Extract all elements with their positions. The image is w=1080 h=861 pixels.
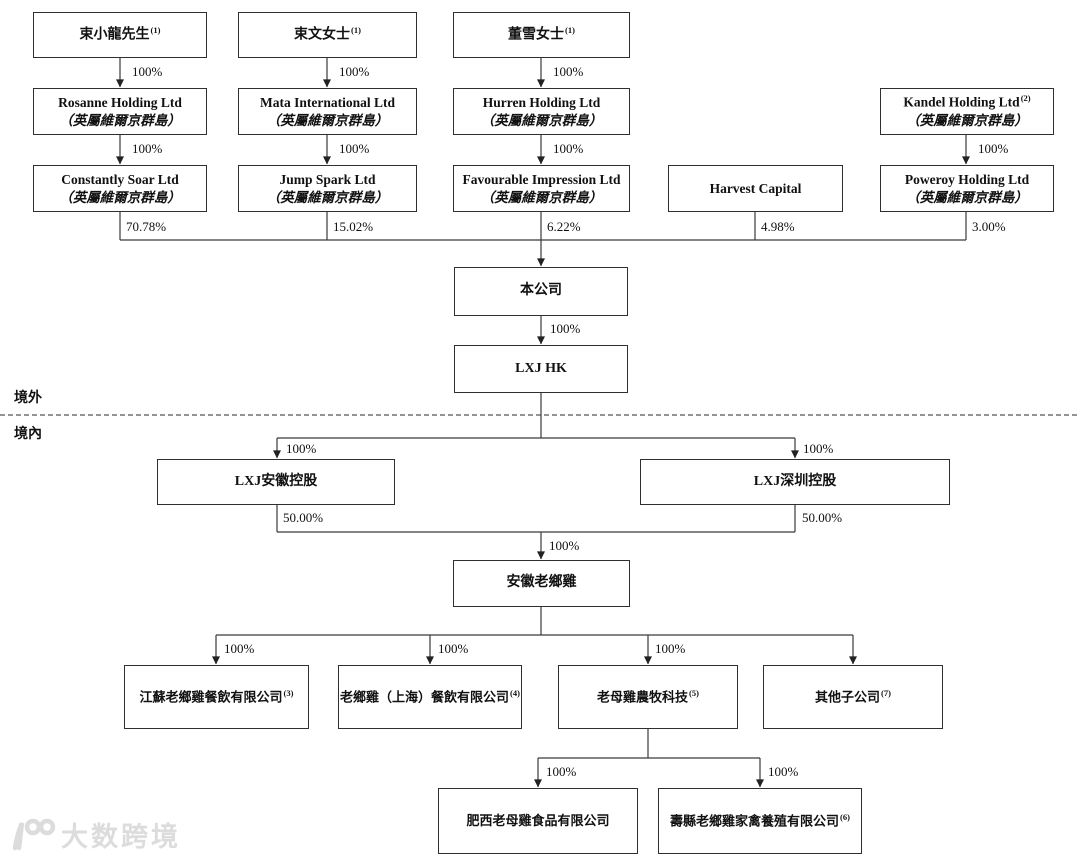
node-harvest-capital: Harvest Capital [668,165,843,212]
pct-share-jumpspark: 15.02% [333,219,374,234]
pct-share-harvest: 4.98% [761,219,795,234]
node-label: 本公司 [520,283,562,299]
node-sublabel: （英屬維爾京群島） [59,190,181,206]
node-sublabel: （英屬維爾京群島） [906,190,1028,206]
node-label: Mata International Ltd [260,94,395,110]
node-favourable-impression: Favourable Impression Ltd （英屬維爾京群島） [453,165,630,212]
pct-mata: 100% [339,141,370,156]
node-mata-international: Mata International Ltd （英屬維爾京群島） [238,88,417,135]
pct-to-anhui-holding: 100% [286,441,317,456]
node-laoxiangji-shanghai: 老鄉雞（上海）餐飲有限公司(4) [338,665,522,729]
footnote-sup: (5) [689,687,699,698]
pct-shenzhen-50: 50.00% [802,510,843,525]
node-hurren-holding: Hurren Holding Ltd （英屬維爾京群島） [453,88,630,135]
node-label: Jump Spark Ltd [279,171,376,187]
region-label-offshore: 境外 [14,391,42,406]
pct-jiangsu: 100% [224,641,255,656]
footnote-sup: (1) [565,25,575,36]
node-sublabel: （英屬維爾京群島） [266,113,389,129]
pct-to-anhui-lxj: 100% [549,538,580,553]
footnote-sup: (4) [510,687,520,698]
node-label: 肥西老母雞食品有限公司 [466,812,610,828]
node-label: LXJ安徽控股 [234,473,318,489]
node-rosanne-holding: Rosanne Holding Ltd （英屬維爾京群島） [33,88,207,135]
node-shu-xiaolong: 束小龍先生(1) [33,12,207,58]
node-shu-wen: 束文女士(1) [238,12,417,58]
node-other-subsidiaries: 其他子公司(7) [763,665,943,729]
node-label: 老鄉雞（上海）餐飲有限公司 [340,689,510,705]
solid-connectors [116,58,970,788]
node-the-company: 本公司 [454,267,628,316]
pct-hurren: 100% [553,141,584,156]
node-feixi-laomuji: 肥西老母雞食品有限公司 [438,788,638,854]
pct-person1: 100% [132,64,163,79]
footnote-sup: (2) [1020,93,1031,104]
node-label: 束小龍先生 [79,27,150,43]
node-label: 老母雞農牧科技 [597,689,689,705]
node-sublabel: （英屬維爾京群島） [906,113,1028,129]
node-label: 安徽老鄉雞 [506,575,577,591]
node-shouxian-laoxiangji: 壽縣老鄉雞家禽養殖有限公司(6) [658,788,862,854]
pct-rosanne: 100% [132,141,163,156]
node-jiangsu-laoxiangji: 江蘇老鄉雞餐飲有限公司(3) [124,665,309,729]
pct-feixi: 100% [546,764,577,779]
pct-shanghai: 100% [438,641,469,656]
node-lxj-hk: LXJ HK [454,345,628,393]
node-label: 其他子公司 [815,689,881,705]
node-label: LXJ深圳控股 [753,473,837,489]
footnote-sup: (7) [881,687,891,698]
pct-person3: 100% [553,64,584,79]
pct-shouxian: 100% [768,764,799,779]
node-sublabel: （英屬維爾京群島） [480,190,603,206]
node-laomuji-nongmu: 老母雞農牧科技(5) [558,665,738,729]
node-sublabel: （英屬維爾京群島） [266,190,389,206]
node-lxj-shenzhen-holding: LXJ深圳控股 [640,459,950,505]
node-sublabel: （英屬維爾京群島） [480,113,603,129]
node-label: 董雪女士 [508,27,565,43]
pct-nongmu: 100% [655,641,686,656]
pct-share-constantly: 70.78% [126,219,167,234]
footnote-sup: (6) [840,811,850,822]
node-label: Kandel Holding Ltd [903,94,1020,110]
pct-anhui-50: 50.00% [283,510,324,525]
node-anhui-laoxiangji: 安徽老鄉雞 [453,560,630,607]
watermark-text: 大数跨境 [61,821,181,852]
node-label: 江蘇老鄉雞餐飲有限公司 [139,689,283,705]
watermark-100-icon [12,818,56,851]
node-kandel-holding: Kandel Holding Ltd(2) （英屬維爾京群島） [880,88,1054,135]
pct-share-poweroy: 3.00% [972,219,1006,234]
node-dong-xue: 董雪女士(1) [453,12,630,58]
node-label: Poweroy Holding Ltd [904,171,1030,187]
node-jump-spark: Jump Spark Ltd （英屬維爾京群島） [238,165,417,212]
pct-person2: 100% [339,64,370,79]
node-label: Hurren Holding Ltd [482,94,601,110]
footnote-sup: (1) [351,25,361,36]
pct-company-to-hk: 100% [550,321,581,336]
node-label: Harvest Capital [709,180,802,196]
node-label: LXJ HK [515,360,567,376]
region-label-onshore: 境內 [14,427,42,442]
footnote-sup: (3) [283,687,294,698]
node-lxj-anhui-holding: LXJ安徽控股 [157,459,395,505]
node-poweroy-holding: Poweroy Holding Ltd （英屬維爾京群島） [880,165,1054,212]
pct-to-shenzhen-holding: 100% [803,441,834,456]
node-label: Rosanne Holding Ltd [58,94,182,110]
watermark: 大数跨境 [8,814,181,854]
pct-kandel: 100% [978,141,1009,156]
node-label: 束文女士 [294,27,351,43]
node-label: Constantly Soar Ltd [61,171,179,187]
node-label: Favourable Impression Ltd [462,171,621,187]
node-constantly-soar: Constantly Soar Ltd （英屬維爾京群島） [33,165,207,212]
node-label: 壽縣老鄉雞家禽養殖有限公司 [670,813,840,829]
footnote-sup: (1) [150,25,161,36]
node-sublabel: （英屬維爾京群島） [59,113,181,129]
pct-share-favourable: 6.22% [547,219,581,234]
